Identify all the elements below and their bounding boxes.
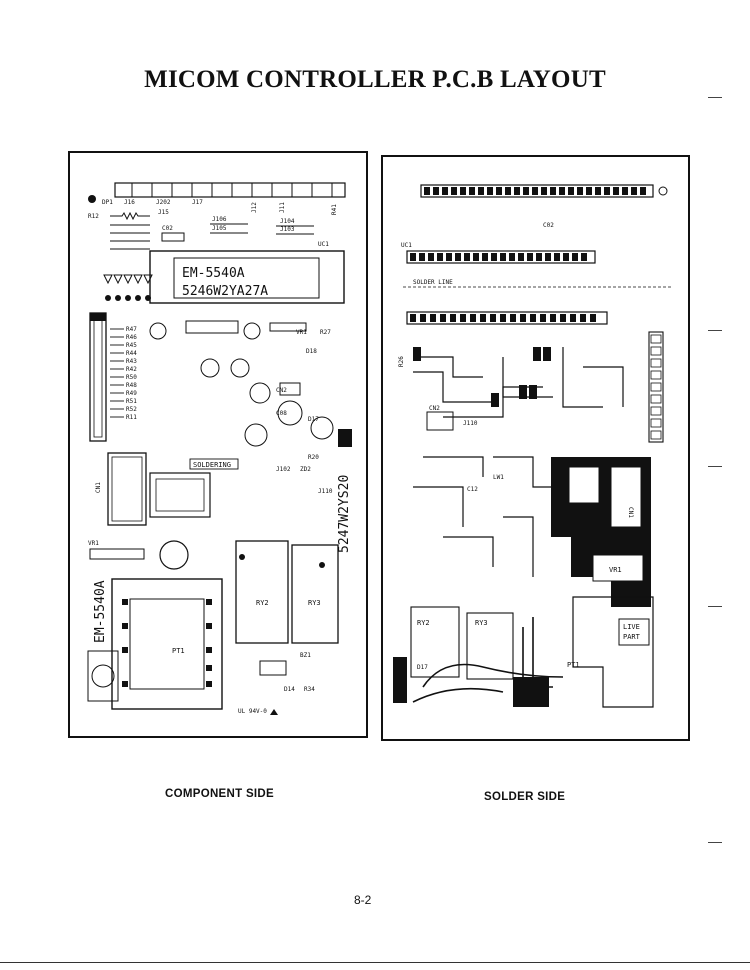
solder-label-j110: J110 [463, 420, 478, 427]
label-uc1: UC1 [318, 241, 329, 248]
solder-label-c02: C02 [543, 222, 554, 229]
solder-label-pt1: PT1 [567, 661, 580, 669]
solder-label-lw1: LW1 [493, 474, 504, 481]
label-d17: BZ1 [300, 652, 311, 659]
header-label-j15: J15 [158, 209, 169, 216]
solder-label-cn2: CN2 [429, 405, 440, 412]
header-label-j11: J11 [279, 202, 286, 213]
cert-mark: UL 94V-0 [238, 708, 267, 715]
model-label: EM-5540A [182, 266, 245, 281]
label-j106: J106 [212, 216, 227, 223]
label-r34: D14 [284, 686, 295, 693]
label-r49: R49 [126, 390, 137, 397]
edge-mark [708, 330, 722, 331]
bottom-rule [0, 962, 750, 963]
label-r21: R20 [308, 454, 319, 461]
component-side-svg: DP1 J16 J202 J17 J15 J12 J11 R12 C02 J10… [87, 182, 352, 715]
edge-mark [708, 466, 722, 467]
label-d18: R27 [320, 329, 331, 336]
header-label-j202: J202 [156, 199, 171, 206]
label-cn2: CN2 [276, 387, 287, 394]
solder-side-caption: SOLDER SIDE [484, 791, 566, 803]
solder-label-r26: R26 [398, 356, 405, 367]
label-r27: VR1 [296, 329, 307, 336]
part-number-label: 5246W2YA27A [182, 284, 268, 299]
edge-mark [708, 606, 722, 607]
solder-label-vr1: VR1 [609, 566, 622, 574]
label-r11: R11 [126, 414, 137, 421]
solder-label-uc1: UC1 [401, 242, 412, 249]
label-j103: J103 [280, 226, 295, 233]
label-j102: J102 [276, 466, 291, 473]
header-label-dp1: DP1 [102, 199, 113, 206]
label-vr1: VR1 [88, 540, 99, 547]
label-c02: C02 [162, 225, 173, 232]
label-cn1: CN1 [95, 482, 102, 493]
edge-mark [708, 842, 722, 843]
solder-title-strip: SOLDER LINE [413, 279, 453, 286]
solder-label-ry3: RY3 [475, 619, 488, 627]
label-j110: C08 [276, 410, 287, 417]
label-r44: R44 [126, 350, 137, 357]
label-r41: R41 [331, 204, 338, 215]
side-part-number: 5247W2YS20 [337, 475, 352, 553]
header-label-j12: J12 [251, 202, 258, 213]
label-j105: J105 [212, 225, 227, 232]
label-r47: R47 [126, 326, 137, 333]
label-r42: R42 [126, 366, 137, 373]
edge-mark [708, 97, 722, 98]
solder-label-ry2: RY2 [417, 619, 430, 627]
live-label: LIVE [623, 623, 640, 631]
label-c08: D17 [308, 416, 319, 423]
label-r12: R12 [88, 213, 99, 220]
label-j104: J104 [280, 218, 295, 225]
label-r43: R43 [126, 358, 137, 365]
header-label-j16: J16 [124, 199, 135, 206]
page-title: MICOM CONTROLLER P.C.B LAYOUT [144, 66, 606, 93]
label-r51: R51 [126, 398, 137, 405]
label-r46: R46 [126, 334, 137, 341]
label-r50: R50 [126, 374, 137, 381]
label-r48: R48 [126, 382, 137, 389]
label-r20: ZD2 [300, 466, 311, 473]
solder-label-d17: D17 [417, 664, 428, 671]
solder-side-diagram: UC1 SOLDER LINE CN2 J110 C12 C02 R26 LW1… [381, 155, 690, 741]
part-label: PART [623, 633, 641, 641]
label-d14: D18 [306, 348, 317, 355]
transformer-label: PT1 [172, 647, 185, 655]
component-side-diagram: DP1 J16 J202 J17 J15 J12 J11 R12 C02 J10… [68, 151, 368, 738]
solder-side-svg: UC1 SOLDER LINE CN2 J110 C12 C02 R26 LW1… [393, 184, 673, 708]
label-bz1: R34 [304, 686, 315, 693]
label-zd2: J110 [318, 488, 333, 495]
soldering-label: SOLDERING [193, 461, 231, 469]
relay-label-ry3: RY3 [308, 599, 321, 607]
solder-label-c12: C12 [467, 486, 478, 493]
header-label-j17: J17 [192, 199, 203, 206]
solder-label-cn1: CN1 [627, 507, 634, 518]
relay-label-ry2: RY2 [256, 599, 269, 607]
label-r45: R45 [126, 342, 137, 349]
page-number: 8-2 [354, 893, 372, 907]
side-model-label: EM-5540A [93, 580, 108, 643]
label-r52: R52 [126, 406, 137, 413]
component-side-caption: COMPONENT SIDE [165, 788, 274, 800]
